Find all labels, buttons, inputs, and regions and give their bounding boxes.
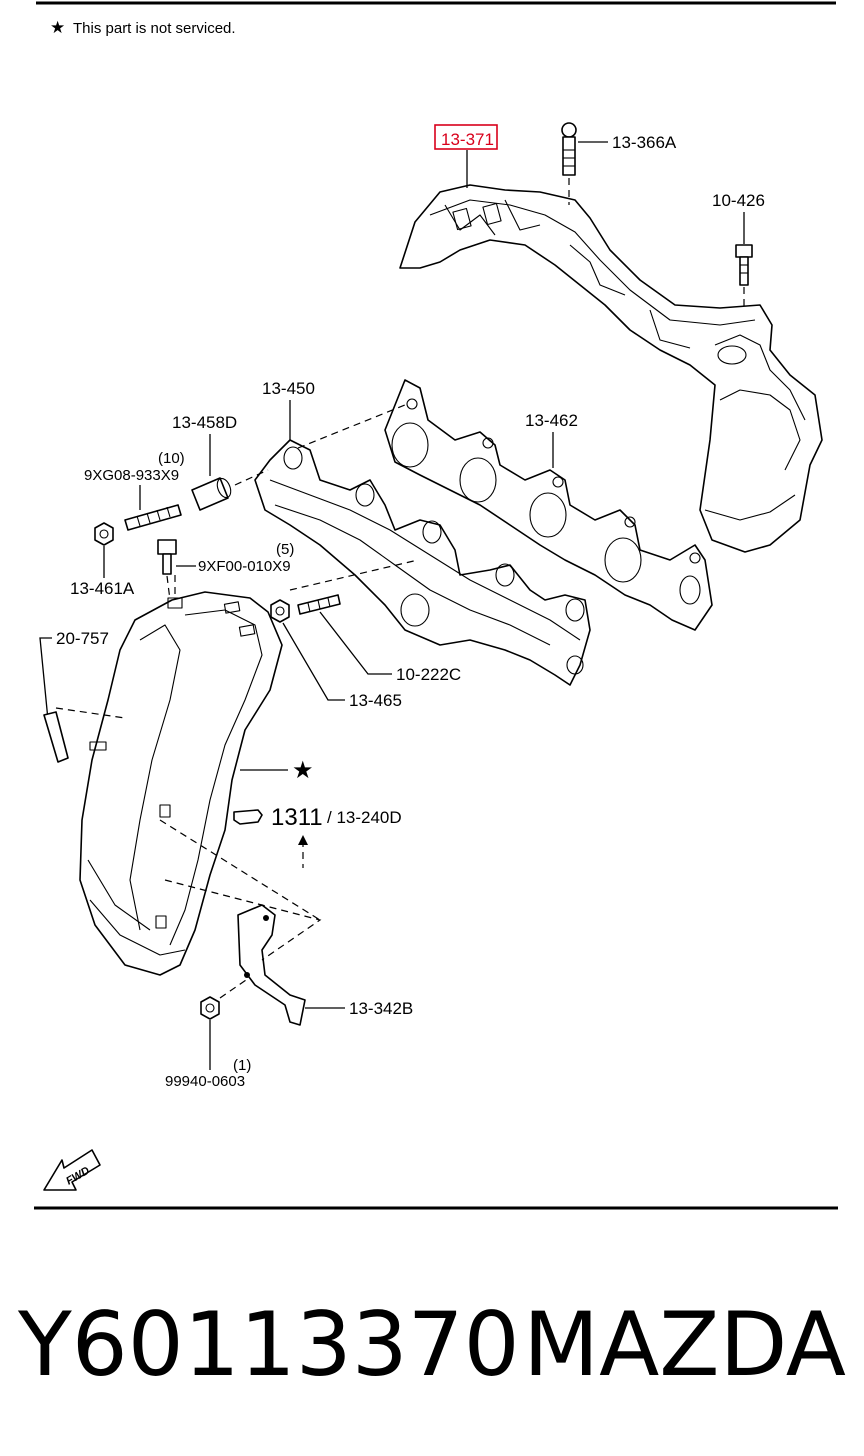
label-qty-1: (1) — [233, 1057, 251, 1074]
label-13-458d: 13-458D — [172, 413, 237, 432]
nut-13-465 — [270, 599, 290, 623]
ref-13-240d[interactable]: / 13-240D — [327, 808, 402, 827]
ref-arrow-head — [298, 835, 308, 845]
part-number: Y60113370 — [18, 1293, 520, 1396]
label-13-342b: 13-342B — [349, 999, 413, 1018]
leader-13-465 — [282, 622, 345, 701]
note-text: This part is not serviced. — [73, 20, 236, 37]
lower-heat-insulator — [79, 591, 283, 976]
nut-13-461a — [94, 522, 114, 546]
align-line-2 — [289, 559, 419, 591]
hand-pointer-icon — [233, 809, 263, 825]
align-line-6 — [159, 819, 321, 921]
nut-99940-0603 — [200, 996, 220, 1020]
exploded-view-drawing: ★ This part is not serviced. 13-371 13-3… — [34, 1, 838, 1210]
bolt-9xf00-010x9 — [157, 539, 177, 601]
label-10-426: 10-426 — [712, 191, 765, 210]
label-9xg08-933x9: 9XG08-933X9 — [84, 467, 179, 484]
stud-9xg08-933x9 — [124, 504, 182, 531]
spacer-13-458d — [191, 477, 232, 511]
label-13-462: 13-462 — [525, 411, 578, 430]
upper-heat-insulator — [399, 184, 823, 553]
brand-name: MAZDA — [523, 1293, 846, 1396]
label-qty-5: (5) — [276, 541, 294, 558]
exhaust-manifold — [254, 439, 591, 686]
label-13-465: 13-465 — [349, 691, 402, 710]
label-qty-10: (10) — [158, 450, 185, 467]
bolt-10-426 — [735, 244, 753, 310]
label-9xf00-010x9: 9XF00-010X9 — [198, 558, 291, 575]
label-20-757: 20-757 — [56, 629, 109, 648]
align-line-3 — [234, 469, 269, 486]
label-13-461a: 13-461A — [70, 579, 135, 598]
label-99940-0603: 99940-0603 — [165, 1073, 245, 1090]
bracket-13-342b — [237, 904, 306, 1026]
stud-13-366a — [561, 122, 577, 205]
align-line-1 — [297, 404, 406, 449]
label-10-222c: 10-222C — [396, 665, 461, 684]
align-line-8 — [219, 979, 247, 999]
leader-20-757 — [39, 637, 52, 721]
clip-20-757 — [43, 711, 69, 763]
fwd-arrow-icon: FWD — [43, 1149, 101, 1191]
note-star: ★ — [50, 18, 65, 37]
gasket-13-462 — [384, 379, 713, 631]
leader-10-222c — [319, 611, 392, 675]
ref-1311[interactable]: 1311 — [271, 804, 323, 831]
highlight-box-13-371 — [434, 124, 498, 150]
label-13-371: 13-371 — [441, 130, 494, 149]
star-not-serviced-mark: ★ — [292, 757, 314, 784]
align-line-7 — [164, 879, 322, 961]
label-13-366a: 13-366A — [612, 133, 677, 152]
footer: Y60113370 MAZDA — [0, 1270, 864, 1420]
label-13-450: 13-450 — [262, 379, 315, 398]
stud-10-222c — [297, 594, 341, 615]
